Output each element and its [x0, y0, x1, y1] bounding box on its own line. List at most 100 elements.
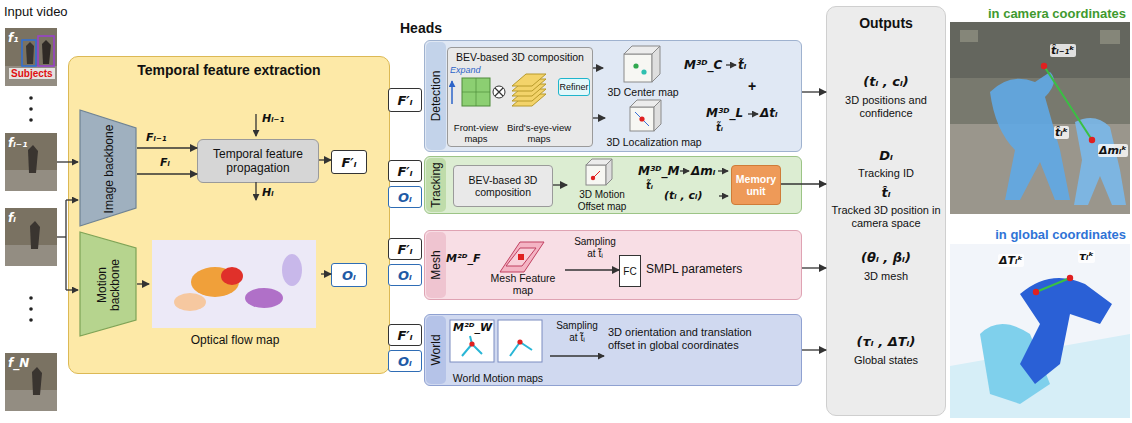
refiner-box-label: Refiner: [559, 82, 588, 92]
variable-label: t̃ᵢ: [716, 122, 723, 133]
map-cube-icon: [606, 159, 612, 185]
map-cube-icon: [624, 54, 652, 82]
map-cube-label: 3D Motion Offset map: [567, 189, 637, 213]
composition-icon: [495, 88, 503, 96]
camera-result-image: [1074, 118, 1126, 205]
flow-feature-box: Oᵢ: [388, 350, 422, 372]
ellipsis-dots: [29, 96, 33, 322]
flow-arrow: [550, 355, 604, 356]
feature-box-label: F′ᵢ: [397, 328, 412, 343]
memory-box-label: Memory unit: [732, 173, 780, 197]
frame-label: f_N: [8, 356, 29, 370]
connector-arrow: [137, 283, 149, 284]
mesh-feature-icon: [500, 242, 544, 272]
composition-box-label: Expand: [450, 65, 481, 75]
output-symbol: (τᵢ , ΔTᵢ): [826, 334, 946, 349]
composition-icon: [493, 86, 505, 98]
step-label: SMPL parameters: [646, 262, 742, 276]
world-map-icon: [517, 339, 522, 344]
ellipsis-dots: [29, 118, 33, 122]
map-symbol: M³ᴰ_C: [684, 58, 722, 72]
flow-arrow: [680, 170, 689, 171]
feature-box-label: F′ᵢ: [341, 155, 356, 170]
step-label: Sampling at t̃ᵢ: [572, 236, 618, 260]
output-text: Tracking ID: [826, 167, 946, 180]
map-cube-icon: [591, 176, 595, 180]
global-result-image: [1036, 278, 1070, 292]
result-view-label: in camera coordinates: [988, 6, 1126, 21]
heading-text: Heads: [400, 20, 442, 36]
variable-label: Δmᵢ: [691, 164, 715, 178]
step-label: 3D orientation and translation offset in…: [608, 326, 768, 352]
refiner-box: Refiner: [558, 78, 590, 96]
variable-label: Δtᵢ: [760, 106, 778, 120]
output-symbol: Dᵢ: [826, 148, 946, 163]
variable-label: (tᵢ , cᵢ): [664, 189, 703, 202]
flow-map-label: Optical flow map: [149, 333, 321, 347]
head-panel-label: World: [426, 316, 446, 384]
flow-arrow: [718, 170, 728, 171]
variable-label: t̃ᵢ: [646, 180, 653, 191]
point-label: ΔTᵢᵏ: [998, 254, 1024, 267]
fc-box: FC: [619, 255, 641, 287]
output-text: Global states: [826, 354, 946, 367]
frame-wire: [65, 200, 66, 290]
video-frame: [5, 28, 57, 411]
video-frame: [5, 390, 57, 411]
map-cube-icon: [586, 46, 661, 185]
feature-box: F′ᵢ: [331, 150, 367, 174]
flow-feature-box: Oᵢ: [388, 186, 422, 208]
backbone-shape: [80, 110, 136, 226]
connector-arrow: [593, 117, 605, 118]
mesh-feature-icon: [518, 254, 524, 260]
ellipsis-dots: [29, 296, 33, 300]
video-frame: [28, 145, 38, 173]
map-cube-icon: [633, 63, 638, 68]
video-frame: [5, 133, 57, 191]
video-frame: [42, 40, 51, 64]
video-frame: [32, 367, 42, 395]
connector-arrow: [137, 173, 197, 174]
module-panel-label: Temporal feature extraction: [69, 62, 389, 78]
map-cube-icon: [641, 69, 646, 74]
hidden-state-arrow: [255, 114, 256, 136]
point-label: τᵢᵏ: [1078, 250, 1095, 263]
head-panel-label: Tracking: [426, 158, 446, 212]
map-cube-icon: [654, 100, 661, 131]
composition-icon: [462, 78, 490, 106]
map-cube-label: 3D Center map: [603, 86, 683, 98]
camera-result-image: [950, 22, 1130, 214]
optical-flow-image: [152, 240, 316, 328]
hidden-state-arrow: [255, 182, 256, 200]
feature-box-label: F′ᵢ: [397, 164, 412, 179]
output-text: 3D positions and confidence: [826, 94, 946, 120]
feature-map-label: Mesh Feature map: [481, 272, 565, 296]
feature-box: F′ᵢ: [388, 238, 422, 260]
camera-result-image: [1041, 63, 1047, 69]
camera-result-image: [1100, 30, 1120, 44]
output-text: 3D mesh: [826, 270, 946, 283]
composition-icon: [512, 74, 546, 86]
map-cube-label: 3D Localization map: [605, 136, 703, 148]
video-frame: [5, 170, 57, 191]
composition-box-label: Bird's-eye-view maps: [504, 122, 574, 144]
connector-arrow: [802, 267, 826, 268]
signal-label: Fᵢ₋₁: [146, 131, 167, 144]
head-panel: TrackingBEV-based 3D composition3D Motio…: [424, 156, 802, 214]
global-result-image: [1020, 278, 1112, 384]
world-map-icon: [450, 320, 494, 362]
frame-wire: [66, 199, 78, 200]
optical-flow-image: [282, 254, 302, 286]
video-frame: [5, 208, 57, 266]
optical-flow-image: [221, 267, 243, 285]
signal-label: Fᵢ: [160, 156, 170, 169]
map-symbol: M³ᴰ_L: [706, 106, 743, 120]
video-frame: [5, 353, 57, 411]
global-result-image: [950, 244, 1130, 418]
result-view-label: in global coordinates: [995, 227, 1126, 242]
ellipsis-dots: [29, 307, 33, 311]
signal-label: Hᵢ: [262, 186, 274, 199]
composition-icon: [462, 78, 490, 106]
map-symbol: M³ᴰ_M: [638, 164, 679, 178]
signal-label: Hᵢ₋₁: [262, 112, 284, 125]
